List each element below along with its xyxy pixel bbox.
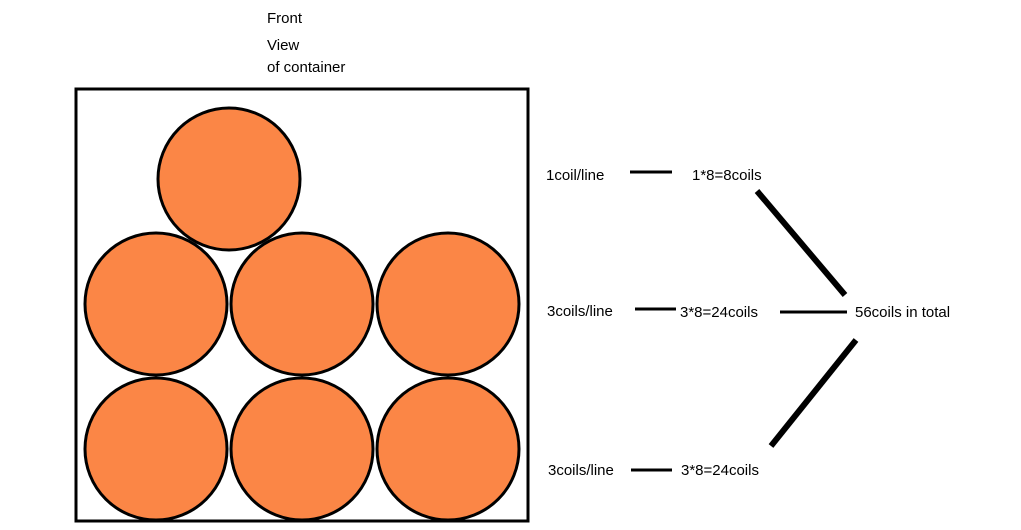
caption-view: View — [267, 37, 299, 54]
total-label: 56coils in total — [855, 304, 950, 321]
coil-group — [83, 106, 521, 522]
coil-top-center — [156, 106, 302, 252]
coil-middle-right — [375, 231, 521, 377]
row2-calculation-label: 3*8=24coils — [680, 304, 758, 321]
caption-of-container: of container — [267, 59, 345, 76]
coil-middle-left — [83, 231, 229, 377]
row3-calculation-label: 3*8=24coils — [681, 462, 759, 479]
coil-bottom-center — [229, 376, 375, 522]
row3-per-line-label: 3coils/line — [548, 462, 614, 479]
coil-bottom-right — [375, 376, 521, 522]
caption-front: Front — [267, 10, 303, 27]
row1-calculation-label: 1*8=8coils — [692, 167, 762, 184]
row1-per-line-label: 1coil/line — [546, 167, 604, 184]
total-connector-from-row3 — [768, 338, 859, 448]
coil-bottom-left — [83, 376, 229, 522]
row2-per-line-label: 3coils/line — [547, 303, 613, 320]
total-connector-from-row1 — [754, 189, 848, 297]
coil-middle-center — [229, 231, 375, 377]
